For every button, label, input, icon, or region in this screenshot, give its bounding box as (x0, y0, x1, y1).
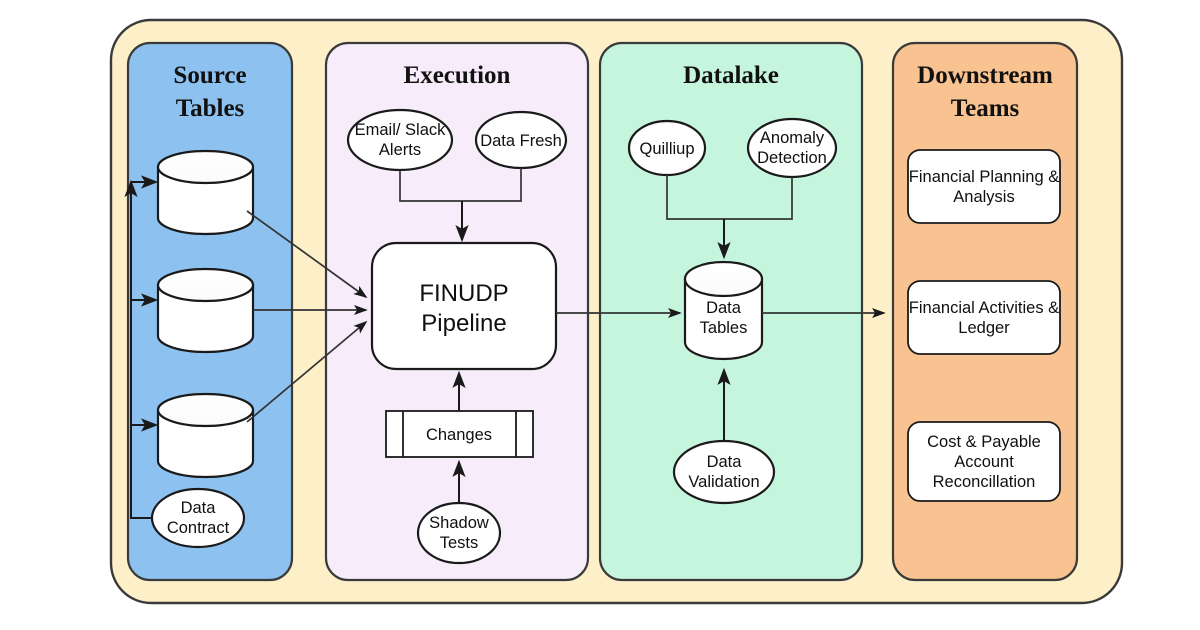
finudp-pipeline[interactable]: FINUDP Pipeline (370, 241, 558, 371)
edge-data-contract-fanout (124, 175, 159, 519)
cost-payable-account-reconcillation-label-2: Account (954, 453, 1014, 471)
changes-label: Changes (426, 426, 492, 444)
financial-planning-analysis[interactable]: Financial Planning & Analysis (907, 149, 1061, 224)
email-slack-alerts-label-2: Alerts (379, 141, 421, 159)
edge-quilliup-anomaly-to-data-tables (666, 175, 793, 260)
lane-title-source-tables-2: Tables (176, 95, 245, 122)
lane-title-downstream-teams-2: Teams (951, 95, 1020, 122)
data-validation-label-2: Validation (688, 473, 759, 491)
financial-activities-ledger[interactable]: Financial Activities & Ledger (907, 280, 1061, 355)
financial-planning-analysis-label-2: Analysis (953, 188, 1014, 206)
email-slack-alerts[interactable]: Email/ Slack Alerts (346, 108, 454, 172)
data-validation[interactable]: Data Validation (672, 439, 776, 505)
lane-title-datalake: Datalake (683, 62, 779, 89)
data-contract[interactable]: Data Contract (150, 487, 246, 549)
data-tables[interactable]: Data Tables (683, 260, 764, 361)
source-db-3[interactable] (156, 392, 255, 479)
email-slack-alerts-label-1: Email/ Slack (355, 121, 447, 139)
changes[interactable]: Changes (385, 410, 534, 458)
data-fresh-label: Data Fresh (480, 132, 562, 150)
quilliup-label: Quilliup (639, 140, 694, 158)
edge-db1-to-pipeline (246, 210, 368, 299)
cost-payable-account-reconcillation-label-1: Cost & Payable (927, 433, 1041, 451)
data-validation-label-1: Data (707, 453, 743, 471)
shadow-tests-label-1: Shadow (429, 514, 489, 532)
edge-db3-to-pipeline (246, 320, 368, 423)
data-tables-label-2: Tables (700, 319, 748, 337)
quilliup[interactable]: Quilliup (627, 119, 707, 177)
data-contract-label-1: Data (181, 499, 217, 517)
shadow-tests-label-2: Tests (440, 534, 479, 552)
data-fresh[interactable]: Data Fresh (474, 110, 568, 170)
edge-alerts-fresh-to-pipeline (399, 168, 522, 243)
cost-payable-account-reconcillation[interactable]: Cost & Payable Account Reconcillation (907, 421, 1061, 502)
financial-activities-ledger-label-2: Ledger (958, 319, 1010, 337)
source-db-2[interactable] (156, 267, 255, 354)
lane-title-source-tables: Source (173, 62, 246, 89)
lane-title-execution: Execution (404, 62, 511, 89)
data-contract-label-2: Contract (167, 519, 230, 537)
finudp-pipeline-label-2: Pipeline (421, 310, 506, 337)
anomaly-detection-label-1: Anomaly (760, 129, 825, 147)
financial-activities-ledger-label-1: Financial Activities & (909, 299, 1059, 317)
shadow-tests[interactable]: Shadow Tests (416, 501, 502, 565)
finudp-pipeline-label-1: FINUDP (419, 280, 508, 307)
lane-title-downstream-teams: Downstream (917, 62, 1053, 89)
source-db-1[interactable] (156, 149, 255, 236)
data-tables-label-1: Data (706, 299, 742, 317)
financial-planning-analysis-label-1: Financial Planning & (909, 168, 1059, 186)
anomaly-detection-label-2: Detection (757, 149, 827, 167)
anomaly-detection[interactable]: Anomaly Detection (746, 117, 838, 179)
cost-payable-account-reconcillation-label-3: Reconcillation (933, 473, 1036, 491)
